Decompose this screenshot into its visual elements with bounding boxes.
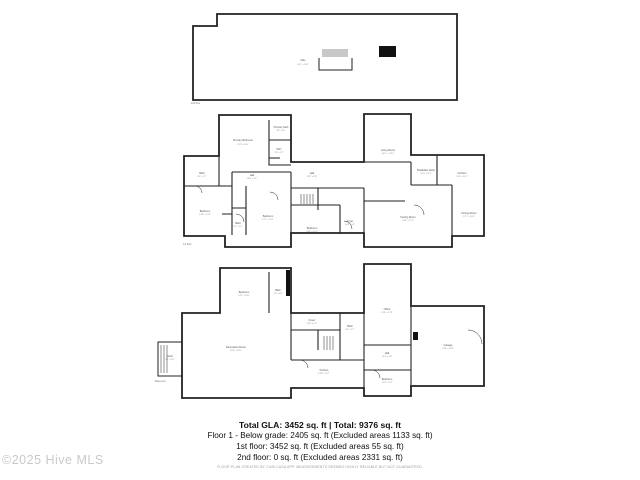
attic-hatch — [379, 46, 396, 57]
floor1-area-line: Floor 1 - Below grade: 2405 sq. ft (Excl… — [207, 431, 433, 440]
room-kitchen-dims: 13'6" x 11'4" — [456, 176, 468, 178]
room-living-room: Living Room — [381, 148, 395, 152]
attic-label: Attic — [300, 58, 306, 62]
basement-plan — [157, 263, 485, 399]
room-primary-bath-dims: 9'8" x 6'0" — [276, 130, 285, 132]
room-office-dims: 14'8" x 17'8" — [381, 312, 393, 314]
room-bath-west-dims: 9'0" x 7'2" — [197, 176, 206, 178]
room-bedroom-west-dims: 14'8" x 13'2" — [199, 214, 211, 216]
room-kitchen-basement-dims: 13'8" x 14'7" — [318, 373, 330, 375]
attic-dimensions: 49'1" x 14'6" — [297, 64, 309, 66]
room-bath-mid-dims: 6'7" x 5'2" — [233, 226, 242, 228]
room-primary-bath: Primary bath — [274, 125, 289, 129]
room-bedroom-low: Bedroom — [382, 377, 393, 381]
room-bedroom-top: Bedroom — [239, 290, 250, 294]
room-foyer-basement-dims: 10'8" x 6'0" — [307, 323, 318, 325]
room-garage: Garage — [444, 343, 453, 347]
room-dining-room: Dining Room — [462, 211, 477, 215]
room-bedroom-center-dims: 13'8" x 11'9" — [306, 231, 318, 233]
room-recreation-room-dims: 26'0" x 22'0" — [230, 350, 242, 352]
room-bath-top-dims: 7'0" x 6'8" — [273, 293, 282, 295]
room-bedroom-mid: Bedroom — [263, 214, 274, 218]
room-bedroom-top-dims: 14'7" x 13'0" — [238, 295, 250, 297]
room-hall-west: Hall — [250, 173, 255, 177]
room-primary-bedroom: Primary Bedroom — [233, 138, 253, 142]
room-deck: Deck — [167, 354, 174, 358]
room-bath-top: Bath — [275, 288, 281, 292]
room-garage-dims: 22'4" x 23'8" — [442, 348, 454, 350]
room-living-room-dims: 14'6" x 17'10" — [382, 153, 395, 155]
total-area-heading: Total GLA: 3452 sq. ft | Total: 9376 sq.… — [238, 420, 402, 430]
room-breakfast-nook-dims: 10'0" x 11'2" — [420, 173, 432, 175]
measurement-disclaimer: FLOOR PLAN CREATED BY CUBI.CASA APP. MEA… — [217, 465, 423, 469]
room-hall-basement: Hall — [385, 351, 390, 355]
room-bedroom-west: Bedroom — [200, 209, 211, 213]
room-primary-bedroom-dims: 16'2" x 14'0" — [237, 144, 249, 146]
attic-floor-tag: 2nd floor — [191, 102, 201, 105]
room-family-room-dims: 18'8" x 17'1" — [402, 220, 414, 222]
room-hall-basement-dims: 10'4" x 3'8" — [382, 356, 393, 358]
room-hall-center: Hall — [310, 171, 315, 175]
room-wic-dims: 5'0" x 5'2" — [274, 152, 283, 154]
room-kitchen-basement: Kitchen — [320, 368, 329, 372]
room-bedroom-mid-dims: 12'1" x 12'0" — [262, 219, 274, 221]
room-bath-mid: Bath — [235, 221, 241, 225]
room-deck-dims: 9'6" x 6'0" — [165, 359, 174, 361]
room-bedroom-center: Bedroom — [307, 226, 318, 230]
room-family-room: Family Room — [400, 215, 415, 219]
basement-floor-tag: Basement — [155, 380, 166, 383]
room-hall-west-dims: 18'0" x 3'7" — [247, 178, 258, 180]
room-recreation-room: Recreation Room — [226, 345, 246, 349]
room-foyer-basement: Foyer — [309, 318, 316, 322]
room-wic: WIC — [276, 147, 281, 151]
room-bedroom-low-dims: 12'8" x 9'3" — [382, 382, 393, 384]
room-dining-room-dims: 12'7" x 10'6" — [463, 216, 475, 218]
room-foyer-dims: 10'6" x 9'9" — [345, 224, 356, 226]
first-floor-plan — [183, 113, 485, 248]
second-floor-area-line: 2nd floor: 0 sq. ft (Excluded areas 2331… — [237, 453, 403, 462]
room-bath-west: Bath — [199, 171, 205, 175]
copyright-watermark: ©2025 Hive MLS — [2, 453, 104, 467]
room-breakfast-nook: Breakfast Nook — [417, 168, 435, 172]
room-bath-center: Bath — [347, 324, 353, 328]
room-office: Office — [384, 307, 391, 311]
room-hall-center-dims: 22'8" x 3'8" — [307, 176, 318, 178]
first-floor-area-line: 1st floor: 3452 sq. ft (Excluded areas 5… — [236, 442, 404, 451]
first-floor-tag: 1st floor — [183, 243, 192, 246]
attic-plan — [192, 13, 458, 101]
room-kitchen: Kitchen — [458, 171, 467, 175]
room-bath-center-dims: 6'8" x 5'7" — [345, 329, 354, 331]
floor-plan-drawing: Attic 49'1" x 14'6" 2nd floor Primary Be… — [155, 13, 485, 399]
room-foyer: Foyer — [347, 219, 354, 223]
